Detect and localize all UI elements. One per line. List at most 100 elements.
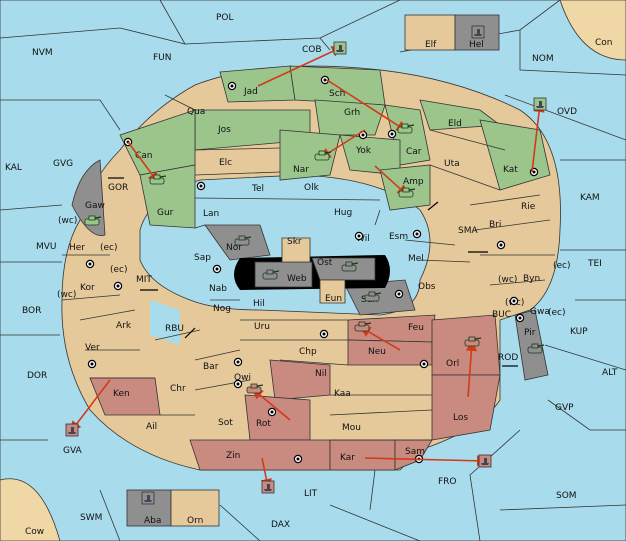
sea-label-mit: MIT xyxy=(136,275,152,285)
territory-nil[interactable] xyxy=(269,359,331,401)
territory-nar[interactable] xyxy=(279,129,341,181)
land-label-jos: Jos xyxy=(217,125,231,135)
order-arrow-kar-fro[interactable] xyxy=(364,455,489,467)
land-label-car: Car xyxy=(406,147,422,157)
sea-label-lit: LIT xyxy=(304,489,318,499)
order-arrow-kat-ovd[interactable] xyxy=(531,100,545,173)
fleet-unit-ovd[interactable] xyxy=(533,97,547,111)
order-arrow-neu-feu[interactable] xyxy=(359,326,401,351)
sea-label-alt: ALT xyxy=(602,368,618,378)
land-label-amp: Amp xyxy=(403,177,424,187)
army-unit-web[interactable] xyxy=(262,269,280,280)
supply-center-dot xyxy=(397,292,401,296)
fleet-unit-fro[interactable] xyxy=(478,454,492,468)
land-label-gwa: Gwa xyxy=(530,307,550,317)
sea-label-nom: NOM xyxy=(532,54,554,64)
land-label-nab: Nab xyxy=(209,284,227,294)
sea-label-rbu: RBU xyxy=(165,324,184,334)
sea-label-gvp: GVP xyxy=(555,403,574,413)
order-arrow-ken-gva[interactable] xyxy=(70,379,111,433)
supply-center-dot xyxy=(323,78,327,82)
army-unit-sun[interactable] xyxy=(364,291,382,302)
territory-los[interactable] xyxy=(431,374,501,441)
land-label-kar: Kar xyxy=(340,453,355,463)
army-unit-gaw[interactable] xyxy=(84,215,102,226)
army-unit-amp[interactable] xyxy=(398,187,416,198)
sea-label-ovd: OVD xyxy=(557,107,577,117)
army-unit-orl[interactable] xyxy=(464,336,482,347)
army-unit-car[interactable] xyxy=(397,123,415,134)
fleet-unit-gva[interactable] xyxy=(65,423,79,437)
coast-label: (ec) xyxy=(110,265,128,275)
army-unit-qwi[interactable] xyxy=(246,383,264,394)
supply-center-dot xyxy=(215,267,219,271)
rbu-passage-icon xyxy=(184,327,196,339)
order-arrow-jad-cob[interactable] xyxy=(257,46,343,87)
supply-center-dot xyxy=(88,262,92,266)
sea-label-kup: KUP xyxy=(570,327,588,337)
land-label-her: Her xyxy=(69,243,85,253)
order-arrow-yok-amp[interactable] xyxy=(374,165,409,197)
fleet-unit-hel[interactable] xyxy=(471,25,485,39)
territory-eun[interactable] xyxy=(319,279,346,304)
sea-label-gva: GVA xyxy=(63,446,83,456)
land-label-orl: Orl xyxy=(446,359,459,369)
land-label-ver: Ver xyxy=(85,343,100,353)
order-arrow-can-gur[interactable] xyxy=(127,141,159,184)
army-unit-nar[interactable] xyxy=(314,150,332,161)
land-label-web: Web xyxy=(287,274,307,284)
supply-center-dot xyxy=(512,299,516,303)
land-label-sam: Sam xyxy=(405,447,425,457)
sea-label-kal: KAL xyxy=(5,163,22,173)
land-label-can: Can xyxy=(135,151,153,161)
sea-label-gor: GOR xyxy=(108,183,128,193)
land-label-los: Los xyxy=(453,413,468,423)
land-label-lan: Lan xyxy=(203,209,219,219)
territory-zin[interactable] xyxy=(189,439,331,471)
fleet-unit-aba[interactable] xyxy=(141,491,155,505)
sea-label-dax: DAX xyxy=(271,520,290,530)
supply-center-dot xyxy=(422,362,426,366)
supply-center-dot xyxy=(236,382,240,386)
land-label-chr: Chr xyxy=(170,384,186,394)
land-label-rie: Rie xyxy=(521,202,536,212)
sea-label-kam: KAM xyxy=(580,193,600,203)
land-label-rot: Rot xyxy=(256,419,271,429)
land-label-uta: Uta xyxy=(444,159,460,169)
army-unit-gur[interactable] xyxy=(149,174,167,185)
land-label-qua: Qua xyxy=(187,107,205,117)
territory-rot[interactable] xyxy=(244,394,311,441)
supply-center-dot xyxy=(199,184,203,188)
supply-center-dot xyxy=(236,360,240,364)
territory-sch[interactable] xyxy=(289,65,386,106)
supply-center-dot xyxy=(90,362,94,366)
territory-elf[interactable] xyxy=(404,14,456,51)
fleet-unit-lit[interactable] xyxy=(261,480,275,494)
fleet-unit-cob[interactable] xyxy=(333,41,347,55)
order-arrow-sch-car[interactable] xyxy=(326,79,408,132)
territory-gaw[interactable] xyxy=(71,159,106,237)
land-label-kor: Kor xyxy=(80,283,95,293)
army-unit-nor[interactable] xyxy=(234,235,252,246)
land-label-sot: Sot xyxy=(218,418,233,428)
sea-label-nvm: NVM xyxy=(32,48,53,58)
land-label-nog: Nog xyxy=(213,304,231,314)
army-unit-feu[interactable] xyxy=(354,321,372,332)
coast-label: (wc) xyxy=(58,216,77,226)
land-label-gaw: Gaw xyxy=(85,201,105,211)
army-unit-pir[interactable] xyxy=(527,343,545,354)
coast-label: (ec) xyxy=(553,261,571,271)
sma-passage-icon xyxy=(427,201,439,211)
territory-grh[interactable] xyxy=(314,99,386,136)
land-label-eld: Eld xyxy=(448,119,462,129)
sea-label-fun: FUN xyxy=(153,53,172,63)
army-unit-ost[interactable] xyxy=(341,261,359,272)
order-arrow-rot-qwi[interactable] xyxy=(251,387,291,421)
order-arrow-los-orl[interactable] xyxy=(465,339,477,398)
land-label-eun: Eun xyxy=(325,294,342,304)
territory-orn[interactable] xyxy=(170,489,220,527)
territory-pir[interactable] xyxy=(514,309,549,381)
land-label-grh: Grh xyxy=(344,108,360,118)
coast-label: (wc) xyxy=(57,290,76,300)
territory-skr[interactable] xyxy=(281,237,311,263)
